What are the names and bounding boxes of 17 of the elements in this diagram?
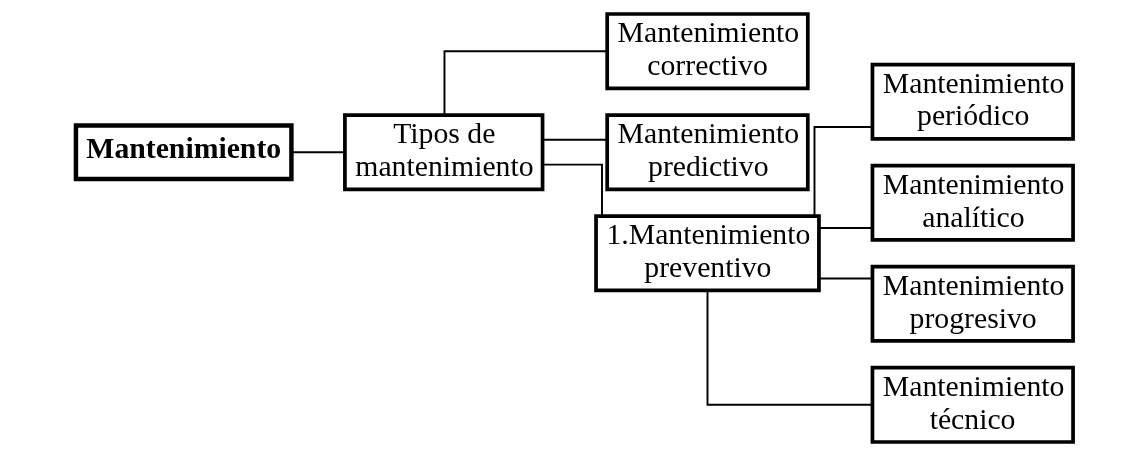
connector — [817, 227, 873, 229]
connector — [541, 138, 608, 141]
node-box: Mantenimiento — [73, 123, 294, 182]
node-box: Mantenimiento periódico — [870, 62, 1075, 141]
node-box: Mantenimiento predictivo — [604, 113, 810, 192]
connector — [817, 277, 873, 280]
node-box: Tipos de mantenimiento — [342, 113, 544, 192]
node-box: 1.Mantenimiento preventivo — [593, 214, 821, 293]
connector — [813, 126, 873, 217]
node-box: Mantenimiento técnico — [870, 365, 1075, 444]
node-box: Mantenimiento progresivo — [870, 264, 1075, 343]
connector — [443, 50, 608, 116]
connector — [706, 289, 873, 406]
connector — [541, 163, 603, 217]
node-box: Mantenimiento correctivo — [604, 12, 810, 91]
node-box: Mantenimiento analítico — [870, 163, 1075, 242]
connector — [290, 151, 346, 154]
